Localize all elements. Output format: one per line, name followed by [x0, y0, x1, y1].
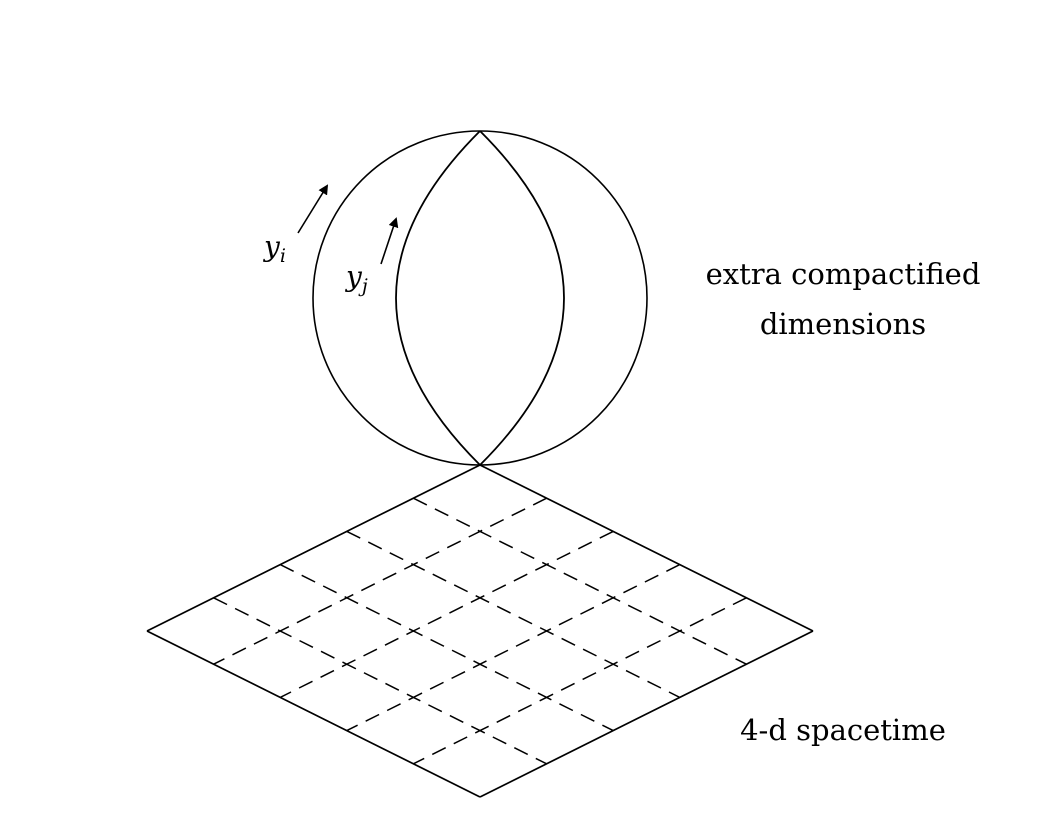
- y-i-subscript: i: [280, 245, 286, 267]
- y-i-base: y: [262, 230, 281, 263]
- grid-dashed-line: [279, 563, 614, 732]
- grid-dashed-line: [213, 497, 547, 665]
- spacetime-grid: [146, 464, 814, 798]
- grid-border-edge: [146, 630, 481, 798]
- grid-border-edge: [146, 464, 481, 632]
- grid-border-edge: [479, 464, 814, 632]
- grid-dashed-line: [279, 530, 614, 699]
- y-i-label: yi: [262, 230, 286, 267]
- grid-dashed-line: [213, 597, 547, 765]
- compact-space-circle: [312, 130, 648, 466]
- spacetime-label: 4-d spacetime: [740, 713, 946, 747]
- grid-dashed-line: [413, 597, 747, 765]
- grid-dashed-line: [413, 497, 747, 665]
- extra-dims-label-line2: dimensions: [760, 307, 926, 341]
- y-j-base: y: [344, 260, 363, 293]
- grid-border-edge: [479, 630, 814, 798]
- y-j-arrow: [380, 217, 399, 265]
- extra-dims-label-line1: extra compactified: [706, 257, 981, 291]
- y-j-label: yj: [344, 260, 368, 297]
- grid-dashed-line: [346, 563, 681, 732]
- y-i-arrow: [297, 184, 329, 234]
- lens-left-arc: [395, 130, 481, 466]
- y-j-subscript: j: [358, 275, 368, 297]
- grid-dashed-line: [346, 530, 681, 699]
- lens-right-arc: [479, 130, 565, 466]
